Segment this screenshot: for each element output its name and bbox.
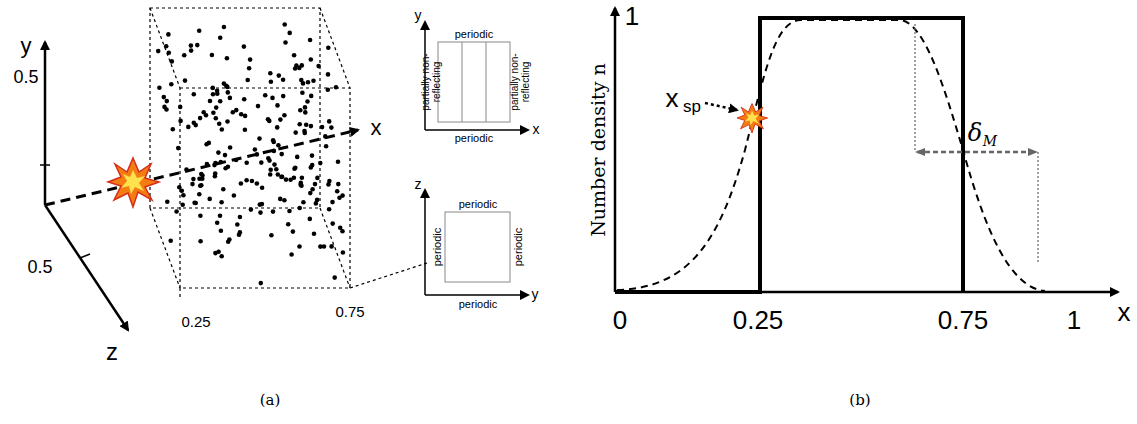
smooth-profile (617, 20, 1045, 291)
step-profile (615, 18, 963, 292)
axis-title: Number density n (588, 63, 609, 237)
tick-label: 0.75 (335, 304, 364, 321)
position-label: x (666, 84, 679, 113)
axes-b (615, 8, 1118, 292)
tick-label: 1 (1067, 306, 1081, 335)
axis-label: z (106, 339, 118, 365)
axis-label: y (415, 8, 422, 23)
tick-label: 0.5 (13, 68, 38, 88)
axis-label: z (415, 177, 422, 192)
axis-label: x (533, 122, 540, 137)
delta-m-marker (915, 24, 1038, 262)
boundary-label: periodic (459, 298, 498, 310)
position-subscript: sp (683, 98, 701, 117)
inset-yz (425, 190, 528, 295)
tick-label: 0.5 (27, 258, 52, 278)
boundary-label: periodic (459, 198, 498, 210)
width-label: δ (968, 120, 982, 146)
width-subscript: M (983, 134, 997, 149)
domain-cube (150, 8, 430, 298)
boundary-label: periodic (455, 132, 494, 144)
axis-label: x (371, 116, 382, 140)
boundary-label: periodic (431, 228, 443, 267)
axes-a (40, 42, 358, 330)
axis-label: y (21, 34, 32, 58)
boundary-label: periodic (455, 28, 494, 40)
boundary-label: periodic (512, 228, 524, 267)
tick-label: 0.25 (181, 314, 210, 331)
panel-caption: (a) (260, 392, 281, 409)
axis-label: x (1118, 298, 1131, 327)
panel-caption: (b) (849, 392, 870, 409)
xsp-pointer (705, 103, 737, 110)
boundary-label: partially non-reflecting (420, 41, 442, 123)
spark-b (737, 104, 768, 133)
spark (108, 158, 159, 207)
axis-label: y (532, 287, 539, 302)
tick-label: 0 (613, 306, 627, 335)
tick-label: 1 (625, 2, 639, 31)
particle-dots (156, 22, 345, 285)
boundary-label: partially non-reflecting (509, 41, 531, 123)
tick-label: 0.75 (938, 306, 989, 335)
tick-label: 0.25 (733, 306, 784, 335)
